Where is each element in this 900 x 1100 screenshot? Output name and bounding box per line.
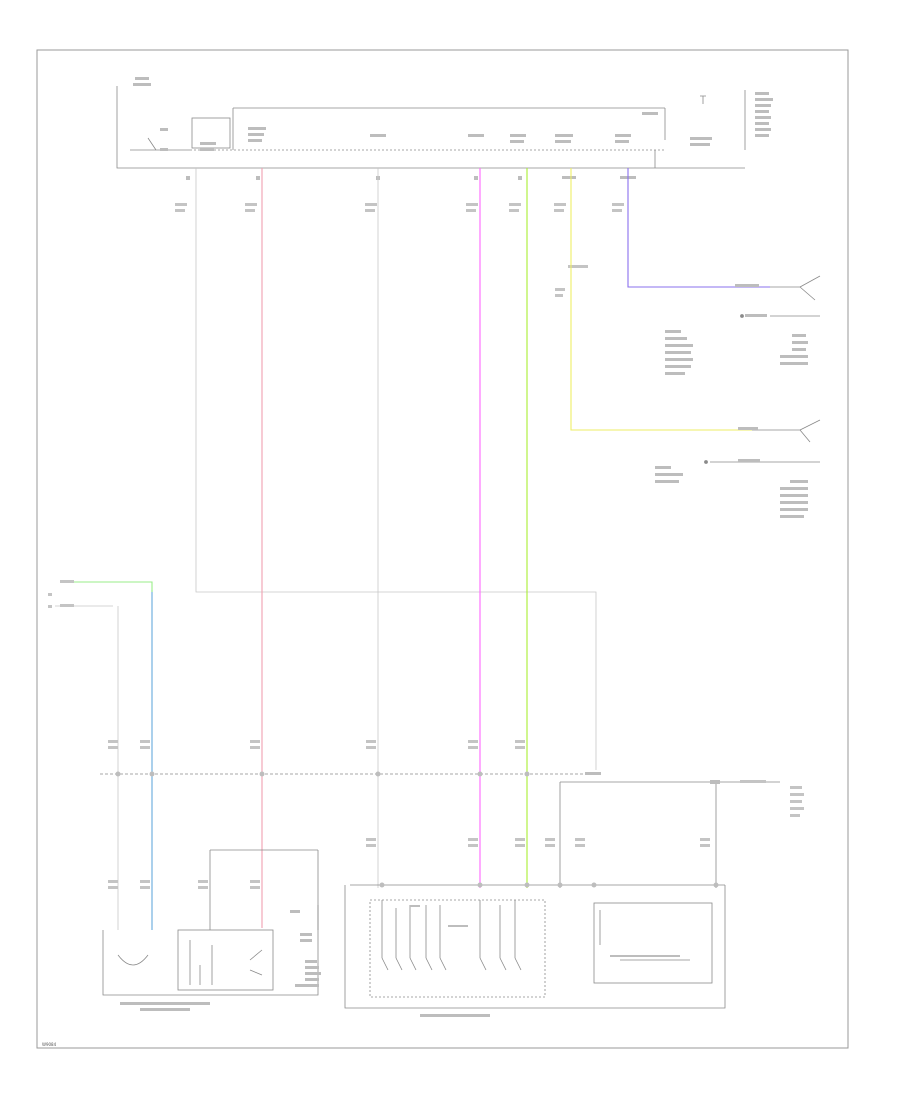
module-pins xyxy=(186,176,636,180)
right-switch-lower xyxy=(704,419,821,464)
bus-wire-codes xyxy=(108,740,804,889)
bottom-right-dots xyxy=(379,882,719,1017)
bottom-right-assembly xyxy=(344,884,726,1009)
left-wire-labels xyxy=(48,580,74,608)
top-module-labels xyxy=(133,77,773,151)
footer-code: W9084 xyxy=(42,1042,57,1047)
wire-green xyxy=(70,581,153,592)
diagram-frame xyxy=(36,49,849,1049)
wire-yellow xyxy=(570,168,752,431)
right-switch-labels xyxy=(655,284,808,518)
colored-wires xyxy=(70,168,770,930)
splice-bus xyxy=(100,773,780,888)
wire-violet xyxy=(627,168,770,288)
bottom-left-assembly xyxy=(102,849,319,996)
module-wire-codes xyxy=(175,203,624,297)
splice-dots xyxy=(115,771,720,784)
grey-wires xyxy=(55,168,597,930)
bottom-left-labels xyxy=(120,910,321,1011)
right-switch-upper xyxy=(740,275,821,318)
top-module xyxy=(116,86,746,169)
